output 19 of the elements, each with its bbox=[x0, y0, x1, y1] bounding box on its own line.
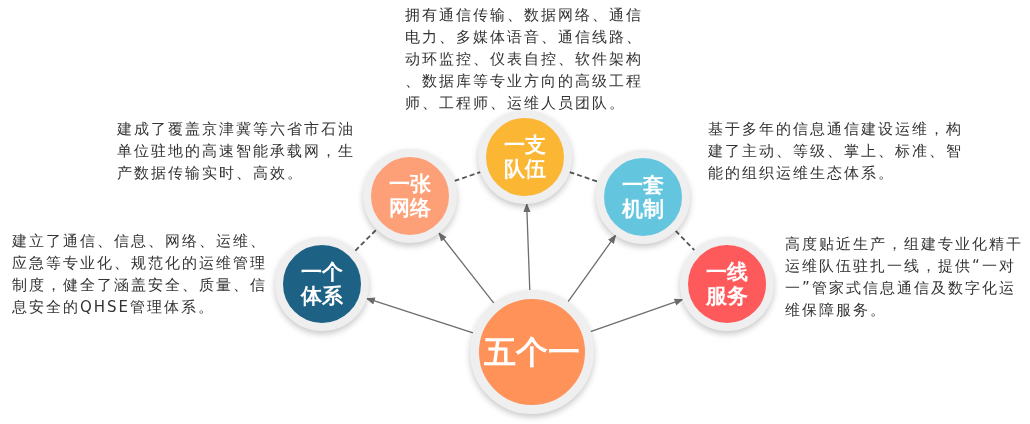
topic-circle: 一个体系 bbox=[275, 237, 369, 331]
dashed-line bbox=[568, 171, 600, 183]
topic-circle: 一套机制 bbox=[596, 150, 690, 244]
description-text: 建成了覆盖京津冀等六省市石油单位驻地的高速智能承载网，生产数据传输实时、高效。 bbox=[117, 119, 356, 184]
arrow bbox=[523, 203, 531, 291]
description-text: 基于多年的信息通信建设运维，构建了主动、等级、掌上、标准、智能的组织运维生态体系。 bbox=[708, 119, 964, 184]
topic-circle: 一线服务 bbox=[680, 237, 774, 331]
dashed-line bbox=[674, 229, 696, 252]
arrow bbox=[567, 234, 617, 303]
dashed-line bbox=[453, 171, 482, 182]
description-text: 建立了通信、信息、网络、运维、应急等专业化、规范化的运维管理制度，健全了涵盖安全、质量、信息安全的QHSE管理体系。 bbox=[12, 231, 268, 318]
dashed-line bbox=[354, 228, 378, 252]
topic-circle: 一支队伍 bbox=[478, 110, 572, 204]
arrow bbox=[589, 298, 684, 333]
center-circle: 五个一 bbox=[470, 290, 594, 414]
description-text: 高度贴近生产，组建专业化精干运维队伍驻扎一线，提供“一对一”管家式信息通信及数字化运维保障服务。 bbox=[785, 234, 1024, 321]
arrow bbox=[365, 297, 474, 334]
arrow bbox=[438, 232, 495, 304]
topic-circle: 一张网络 bbox=[363, 149, 457, 243]
